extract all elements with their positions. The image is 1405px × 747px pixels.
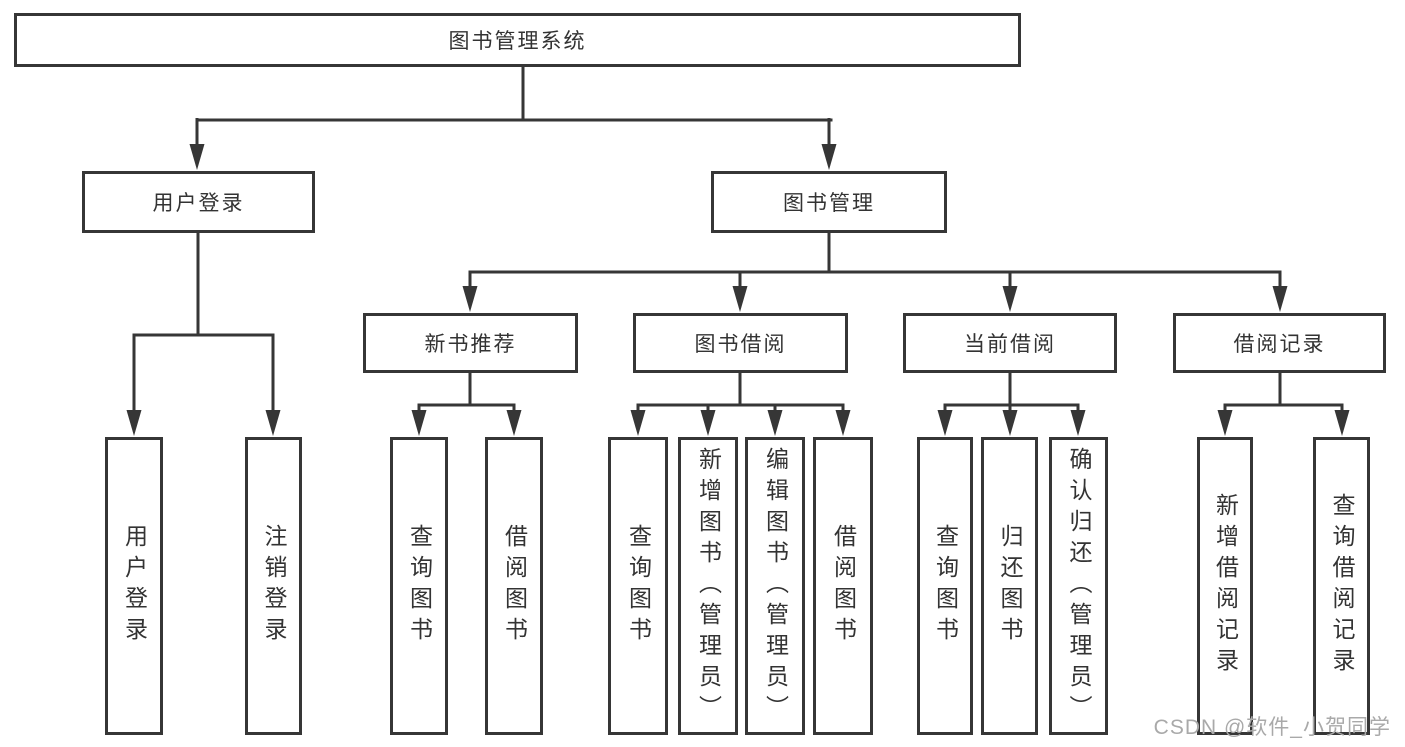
- leaf-borrow-edit-label: 编辑图书（管理员）: [762, 446, 789, 726]
- leaf-current-return-label: 归还图书: [997, 524, 1023, 648]
- leaf-record-add-label: 新增借阅记录: [1212, 493, 1239, 679]
- leaf-record-add: 新增借阅记录: [1197, 437, 1253, 735]
- node-book-mgmt: 图书管理: [711, 171, 947, 233]
- node-book-borrow-label: 图书借阅: [694, 333, 787, 356]
- node-current-borrow: 当前借阅: [903, 313, 1117, 373]
- leaf-borrow-edit: 编辑图书（管理员）: [745, 437, 805, 735]
- csdn-watermark: CSDN @软件_小贺同学: [1153, 716, 1391, 739]
- leaf-record-query: 查询借阅记录: [1313, 437, 1370, 735]
- node-book-mgmt-label: 图书管理: [783, 192, 875, 215]
- node-book-borrow: 图书借阅: [633, 313, 848, 373]
- leaf-user-login: 用户登录: [105, 437, 163, 735]
- leaf-user-login-label: 用户登录: [121, 524, 148, 648]
- leaf-borrow-borrow: 借阅图书: [813, 437, 873, 735]
- leaf-borrow-add-label: 新增图书（管理员）: [695, 446, 722, 726]
- leaf-current-return: 归还图书: [981, 437, 1038, 735]
- leaf-logout-label: 注销登录: [261, 524, 287, 648]
- node-borrow-record-label: 借阅记录: [1233, 333, 1326, 356]
- leaf-current-confirm-label: 确认归还（管理员）: [1066, 446, 1092, 726]
- leaf-record-query-label: 查询借阅记录: [1329, 493, 1355, 679]
- leaf-borrow-add: 新增图书（管理员）: [678, 437, 738, 735]
- node-user-login-label: 用户登录: [152, 192, 245, 215]
- leaf-newbook-query: 查询图书: [390, 437, 448, 735]
- leaf-newbook-query-label: 查询图书: [406, 524, 433, 648]
- node-root: 图书管理系统: [14, 13, 1021, 67]
- leaf-newbook-borrow: 借阅图书: [485, 437, 543, 735]
- node-borrow-record: 借阅记录: [1173, 313, 1386, 373]
- node-user-login: 用户登录: [82, 171, 315, 233]
- leaf-borrow-borrow-label: 借阅图书: [830, 524, 857, 648]
- node-current-borrow-label: 当前借阅: [964, 333, 1056, 356]
- leaf-current-confirm: 确认归还（管理员）: [1049, 437, 1108, 735]
- leaf-logout: 注销登录: [245, 437, 302, 735]
- node-new-book-rec-label: 新书推荐: [424, 333, 517, 356]
- leaf-borrow-query-label: 查询图书: [625, 524, 652, 648]
- node-new-book-rec: 新书推荐: [363, 313, 578, 373]
- node-root-label: 图书管理系统: [448, 30, 587, 53]
- leaf-borrow-query: 查询图书: [608, 437, 668, 735]
- leaf-newbook-borrow-label: 借阅图书: [501, 524, 528, 648]
- leaf-current-query: 查询图书: [917, 437, 973, 735]
- leaf-current-query-label: 查询图书: [932, 524, 959, 648]
- arrowheads: [126, 144, 1350, 436]
